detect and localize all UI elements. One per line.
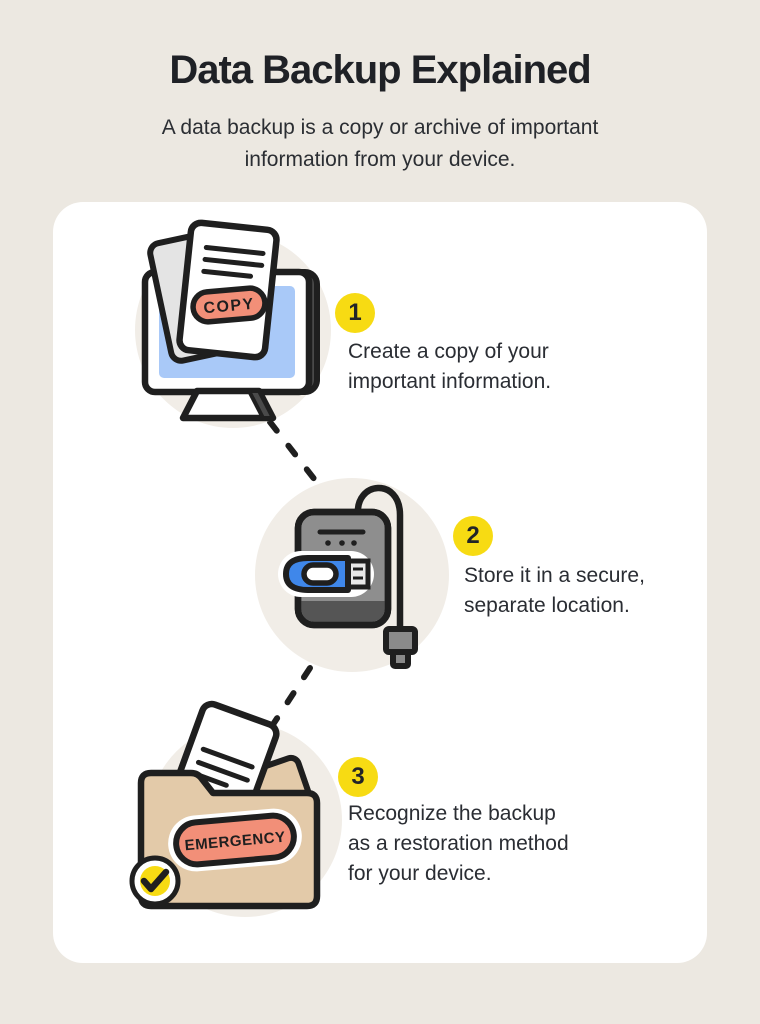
step-2-number-badge: 2 xyxy=(453,516,493,556)
page-title: Data Backup Explained xyxy=(169,48,591,92)
subtitle-line-2: information from your device. xyxy=(244,148,516,171)
copy-badge: COPY xyxy=(190,285,268,325)
content-card: COPY xyxy=(53,202,707,963)
usb-cable-icon xyxy=(354,484,418,669)
step-3-number-badge: 3 xyxy=(338,757,378,797)
step-3-line-3: for your device. xyxy=(348,862,492,885)
step-1-line-1: Create a copy of your xyxy=(348,340,549,363)
step-2-line-2: separate location. xyxy=(464,594,630,617)
step-3-line-2: as a restoration method xyxy=(348,832,569,855)
usb-stick-icon xyxy=(278,551,374,597)
step-2-line-1: Store it in a secure, xyxy=(464,564,645,587)
document-text-lines xyxy=(201,245,266,279)
copy-badge-label: COPY xyxy=(203,296,256,317)
step-3-line-1: Recognize the backup xyxy=(348,802,556,825)
monitor-stand xyxy=(179,387,277,422)
page-subtitle: A data backup is a copy or archive of im… xyxy=(130,112,630,176)
step-1-line-2: important information. xyxy=(348,370,552,393)
step-1-text: Create a copy of your important informat… xyxy=(348,337,551,397)
emergency-badge: EMERGENCY xyxy=(168,808,302,872)
step-3-text: Recognize the backup as a restoration me… xyxy=(348,799,569,889)
external-drive-illustration xyxy=(242,455,462,695)
monitor-copy-illustration: COPY xyxy=(123,210,343,450)
step-2-text: Store it in a secure, separate location. xyxy=(464,561,645,621)
subtitle-line-1: A data backup is a copy or archive of im… xyxy=(161,116,599,139)
check-icon xyxy=(129,855,181,907)
emergency-folder-illustration: EMERGENCY xyxy=(129,700,355,940)
step-1-number-badge: 1 xyxy=(335,293,375,333)
